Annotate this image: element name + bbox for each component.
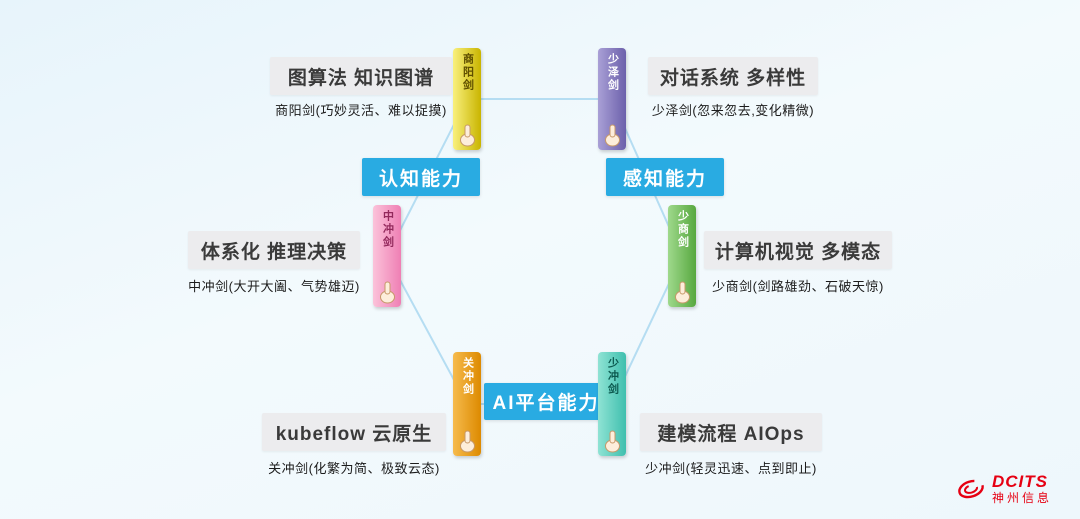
category-ai-platform-ability: AI平台能力 <box>484 383 608 420</box>
category-cognitive-ability: 认知能力 <box>362 158 480 196</box>
capability-desc-shaoze: 少泽剑(忽来忽去,变化精微) <box>651 103 815 118</box>
sword-name-guanchong: 关冲剑 <box>461 357 474 396</box>
pointing-hand-icon <box>603 430 622 453</box>
capability-title-systematic-reasoning: 体系化 推理决策 <box>188 231 360 269</box>
sword-zhongchong: 中冲剑 <box>373 205 401 307</box>
sword-shaoshang: 少商剑 <box>668 205 696 307</box>
pointing-hand-icon <box>458 430 477 453</box>
capability-title-graph-algorithms: 图算法 知识图谱 <box>270 57 452 95</box>
category-perception-ability: 感知能力 <box>606 158 724 196</box>
dcits-logo: DCITS 神州信息 <box>956 472 1052 505</box>
sword-name-shaoshang: 少商剑 <box>676 210 689 249</box>
sword-name-shangyang: 商阳剑 <box>461 53 474 92</box>
capability-title-computer-vision: 计算机视觉 多模态 <box>704 231 892 269</box>
capability-desc-shangyang: 商阳剑(巧妙灵活、难以捉摸) <box>275 103 447 118</box>
dcits-swoosh-icon <box>956 476 986 502</box>
capability-desc-shaoshang: 少商剑(剑路雄劲、石破天惊) <box>712 279 884 294</box>
capability-title-kubeflow-cloudnative: kubeflow 云原生 <box>262 413 446 451</box>
sword-shaoze: 少泽剑 <box>598 48 626 150</box>
sword-shangyang: 商阳剑 <box>453 48 481 150</box>
logo-brand-text: DCITS <box>991 472 1048 492</box>
pointing-hand-icon <box>673 281 692 304</box>
sword-guanchong: 关冲剑 <box>453 352 481 456</box>
capability-desc-shaochong: 少冲剑(轻灵迅速、点到即止) <box>645 461 817 476</box>
sword-name-shaochong: 少冲剑 <box>606 357 619 396</box>
sword-shaochong: 少冲剑 <box>598 352 626 456</box>
capability-title-dialog-system: 对话系统 多样性 <box>648 57 818 95</box>
capability-title-modeling-aiops: 建模流程 AIOps <box>640 413 822 451</box>
capability-desc-guanchong: 关冲剑(化繁为简、极致云态) <box>268 461 440 476</box>
pointing-hand-icon <box>458 124 477 147</box>
capability-desc-zhongchong: 中冲剑(大开大阖、气势雄迈) <box>188 279 360 294</box>
sword-name-zhongchong: 中冲剑 <box>381 210 394 249</box>
sword-name-shaoze: 少泽剑 <box>606 53 619 92</box>
logo-company-text: 神州信息 <box>991 490 1052 505</box>
pointing-hand-icon <box>603 124 622 147</box>
pointing-hand-icon <box>378 281 397 304</box>
